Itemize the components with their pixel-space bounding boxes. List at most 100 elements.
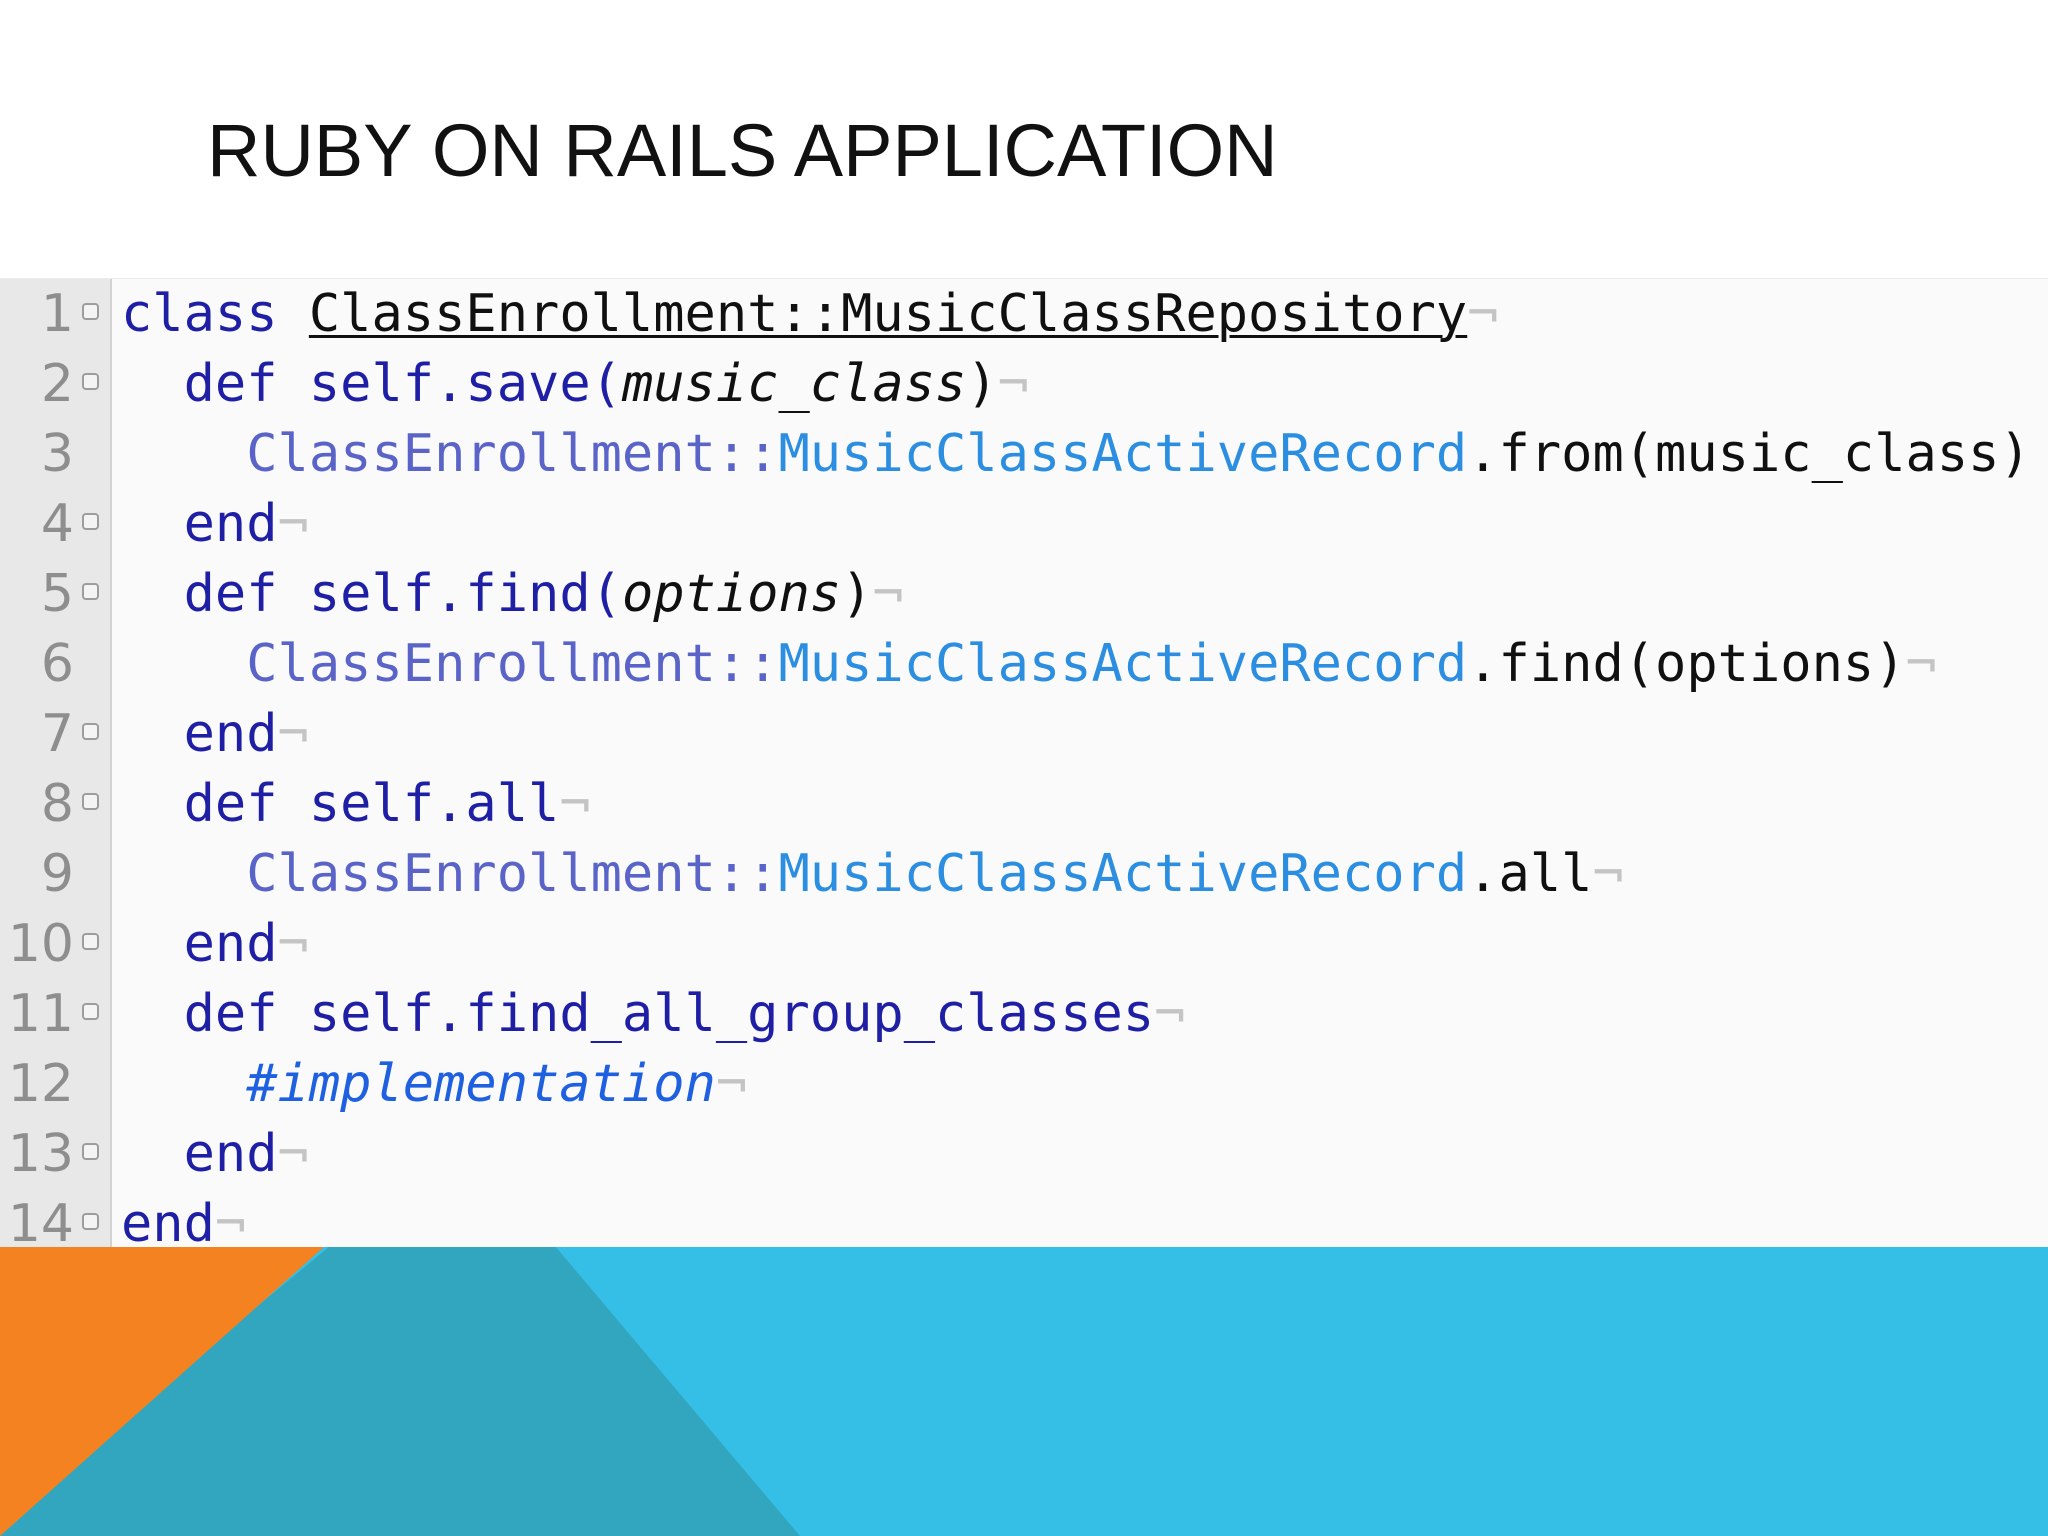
token-call: .from(music_class)	[1467, 424, 2031, 484]
token-class-name: ClassEnrollment::MusicClassRepository	[308, 284, 1468, 344]
token-call: .find(options)	[1467, 634, 1906, 694]
code-text: def self.all¬	[121, 769, 591, 839]
token-keyword: def	[183, 774, 278, 834]
token-keyword: end	[183, 914, 278, 974]
token-punct: )	[841, 564, 873, 624]
token-scope: ::	[715, 634, 779, 694]
code-text: end¬	[121, 699, 309, 769]
line-number: 7	[40, 704, 74, 764]
line-number-gutter	[0, 279, 112, 1247]
line-number: 13	[7, 1124, 74, 1184]
eol-marker: ¬	[1154, 984, 1186, 1044]
fold-icon[interactable]	[82, 793, 99, 810]
code-text: class ClassEnrollment::MusicClassReposit…	[121, 279, 1499, 349]
token-method: .all	[434, 774, 560, 834]
code-screenshot: 1 class ClassEnrollment::MusicClassRepos…	[0, 278, 2048, 1247]
line-number: 5	[40, 564, 74, 624]
token-method: .find_all_group_classes	[434, 984, 1155, 1044]
code-line-3: 3 ClassEnrollment::MusicClassActiveRecor…	[0, 419, 2048, 489]
line-number: 10	[7, 914, 74, 974]
fold-icon[interactable]	[82, 1213, 99, 1230]
fold-icon[interactable]	[82, 373, 99, 390]
code-line-6: 6 ClassEnrollment::MusicClassActiveRecor…	[0, 629, 2048, 699]
fold-icon[interactable]	[82, 303, 99, 320]
code-text: end¬	[121, 489, 309, 559]
fold-icon[interactable]	[82, 583, 99, 600]
line-number: 11	[7, 984, 74, 1044]
token-keyword: end	[183, 1124, 278, 1184]
eol-marker: ¬	[1467, 284, 1499, 344]
eol-marker: ¬	[559, 774, 591, 834]
code-line-1: 1 class ClassEnrollment::MusicClassRepos…	[0, 279, 2048, 349]
line-number: 4	[40, 494, 74, 554]
code-line-8: 8 def self.all¬	[0, 769, 2048, 839]
token-self: self	[308, 774, 435, 834]
fold-icon[interactable]	[82, 933, 99, 950]
token-comment: #implementation	[246, 1054, 716, 1114]
eol-marker: ¬	[214, 1194, 247, 1247]
code-text: def self.find(options)¬	[121, 559, 904, 629]
slide-title: RUBY ON RAILS APPLICATION	[207, 109, 1278, 192]
token-call: .all	[1467, 844, 1593, 904]
code-line-14: 14 end¬	[0, 1189, 2048, 1247]
code-line-12: 12 #implementation¬	[0, 1049, 2048, 1119]
line-number: 2	[40, 354, 74, 414]
token-keyword: end	[183, 494, 278, 554]
token-self: self	[308, 984, 435, 1044]
token-punct: )	[966, 354, 998, 414]
token-keyword: def	[183, 984, 278, 1044]
eol-marker: ¬	[277, 914, 309, 974]
token-self: self	[308, 354, 435, 414]
code-line-10: 10 end¬	[0, 909, 2048, 979]
eol-marker: ¬	[277, 704, 309, 764]
token-keyword: def	[183, 354, 278, 414]
code-text: end¬	[121, 909, 309, 979]
token-constant: MusicClassActiveRecord	[778, 634, 1468, 694]
eol-marker: ¬	[1592, 844, 1624, 904]
eol-marker: ¬	[1905, 634, 1937, 694]
decor-orange-triangle	[0, 1246, 325, 1536]
line-number: 3	[40, 424, 74, 484]
token-keyword: end	[183, 704, 278, 764]
eol-marker: ¬	[277, 494, 309, 554]
code-text: def self.find_all_group_classes¬	[121, 979, 1186, 1049]
token-constant: MusicClassActiveRecord	[778, 844, 1468, 904]
fold-icon[interactable]	[82, 1143, 99, 1160]
code-text: #implementation¬	[121, 1049, 747, 1119]
fold-icon[interactable]	[82, 723, 99, 740]
line-number: 6	[40, 634, 74, 694]
token-scope: ::	[715, 424, 779, 484]
token-module: ClassEnrollment	[246, 634, 716, 694]
token-param: options	[621, 564, 842, 624]
line-number: 1	[40, 284, 74, 344]
code-line-2: 2 def self.save(music_class)¬	[0, 349, 2048, 419]
code-line-11: 11 def self.find_all_group_classes¬	[0, 979, 2048, 1049]
token-method: .save(	[434, 354, 622, 414]
code-line-7: 7 end¬	[0, 699, 2048, 769]
code-line-5: 5 def self.find(options)¬	[0, 559, 2048, 629]
eol-marker: ¬	[277, 1124, 309, 1184]
line-number: 14	[7, 1194, 74, 1247]
token-module: ClassEnrollment	[246, 424, 716, 484]
line-number: 8	[40, 774, 74, 834]
eol-marker: ¬	[715, 1054, 748, 1114]
code-text: ClassEnrollment::MusicClassActiveRecord.…	[121, 419, 2031, 489]
fold-icon[interactable]	[82, 1003, 99, 1020]
token-keyword: end	[121, 1194, 215, 1247]
token-keyword: def	[183, 564, 278, 624]
code-line-13: 13 end¬	[0, 1119, 2048, 1189]
code-text: ClassEnrollment::MusicClassActiveRecord.…	[121, 839, 1624, 909]
code-text: end¬	[121, 1189, 246, 1247]
token-method: .find(	[434, 564, 622, 624]
decor-teal-triangle	[0, 1246, 800, 1536]
token-self: self	[308, 564, 435, 624]
token-keyword: class	[121, 284, 278, 344]
line-number: 12	[7, 1054, 74, 1114]
fold-icon[interactable]	[82, 513, 99, 530]
token-module: ClassEnrollment	[246, 844, 716, 904]
eol-marker: ¬	[872, 564, 904, 624]
code-text: ClassEnrollment::MusicClassActiveRecord.…	[121, 629, 1937, 699]
code-text: def self.save(music_class)¬	[121, 349, 1029, 419]
